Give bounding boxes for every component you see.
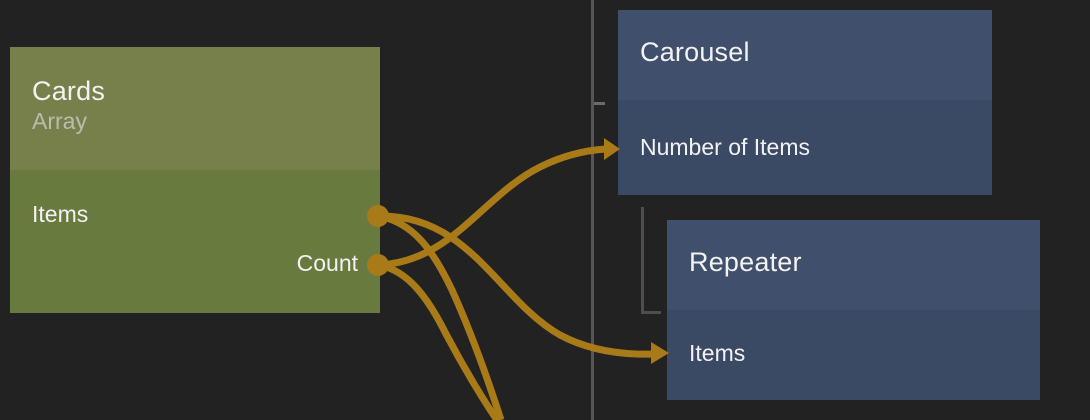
wire-items-to-repeater[interactable]	[377, 212, 656, 358]
node-repeater-title: Repeater	[689, 247, 802, 277]
wire-items-to-offscreen-bottom[interactable]	[377, 212, 505, 420]
port-cards-items[interactable]: Items	[32, 201, 89, 227]
node-carousel[interactable]: Carousel Number of Items	[618, 10, 992, 195]
node-carousel-body: Number of Items	[618, 100, 992, 195]
wire-count-to-offscreen-bottom[interactable]	[377, 261, 500, 420]
node-cards-subtitle: Array	[32, 107, 87, 134]
port-repeater-items[interactable]: Items	[689, 340, 746, 366]
node-cards[interactable]: Cards Array Items Count	[10, 47, 380, 313]
group-bracket	[641, 207, 661, 314]
node-cards-header[interactable]: Cards Array	[10, 47, 380, 170]
node-cards-body: Items Count	[10, 170, 380, 313]
panel-divider	[591, 0, 594, 420]
node-repeater-header[interactable]: Repeater	[667, 220, 1040, 310]
node-cards-title: Cards	[32, 76, 106, 106]
port-carousel-number-of-items[interactable]: Number of Items	[640, 134, 810, 160]
node-repeater-body: Items	[667, 310, 1040, 400]
node-repeater[interactable]: Repeater Items	[667, 220, 1040, 400]
wire-count-to-carousel[interactable]	[377, 145, 607, 269]
node-carousel-header[interactable]: Carousel	[618, 10, 992, 100]
node-carousel-title: Carousel	[640, 37, 750, 67]
panel-divider-tick	[594, 102, 605, 105]
port-cards-count[interactable]: Count	[296, 250, 358, 276]
